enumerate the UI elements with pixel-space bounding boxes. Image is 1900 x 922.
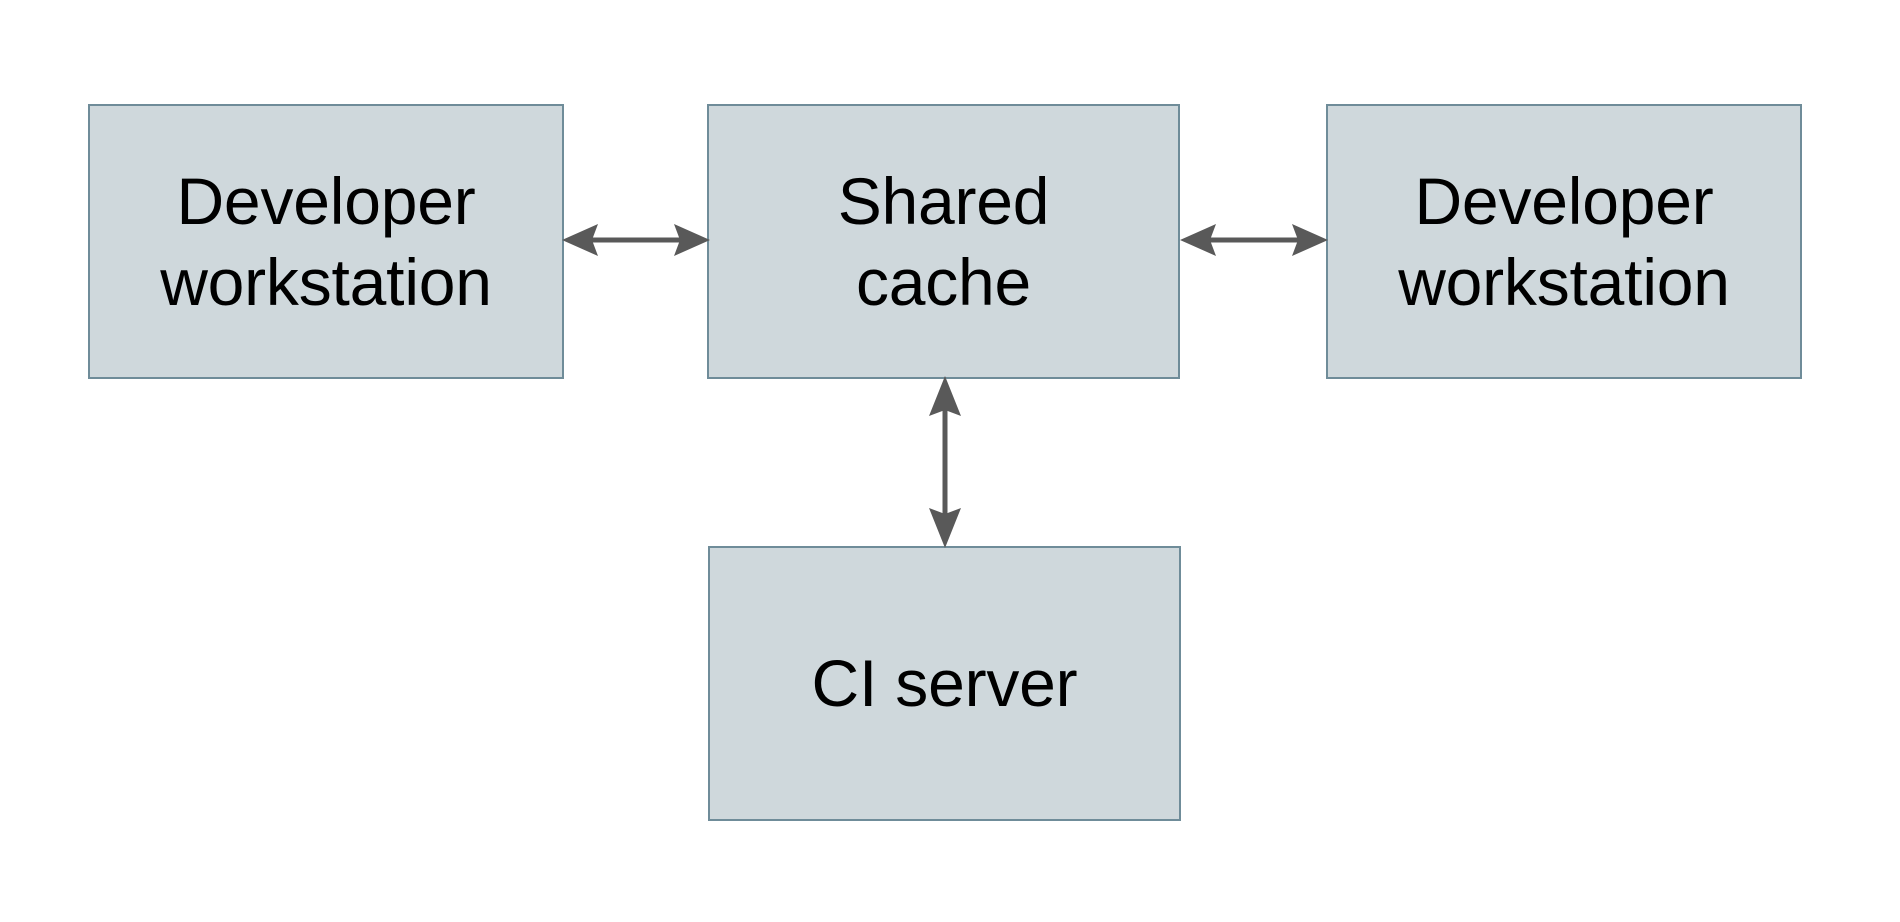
node-shared-cache[interactable]: Shared cache — [707, 104, 1180, 379]
double-arrow-icon — [562, 224, 710, 256]
node-label: Developer workstation — [160, 163, 492, 319]
node-label: CI server — [811, 646, 1078, 721]
double-arrow-icon — [929, 376, 961, 548]
double-arrow-icon — [1180, 224, 1328, 256]
node-label: Developer workstation — [1398, 163, 1730, 319]
edge-developer-left-to-shared-cache[interactable] — [560, 212, 712, 268]
node-ci-server[interactable]: CI server — [708, 546, 1181, 821]
node-developer-workstation-left[interactable]: Developer workstation — [88, 104, 564, 379]
edge-shared-cache-to-ci-server[interactable] — [917, 374, 973, 550]
node-developer-workstation-right[interactable]: Developer workstation — [1326, 104, 1802, 379]
node-label: Shared cache — [837, 163, 1050, 319]
edge-shared-cache-to-developer-right[interactable] — [1178, 212, 1330, 268]
